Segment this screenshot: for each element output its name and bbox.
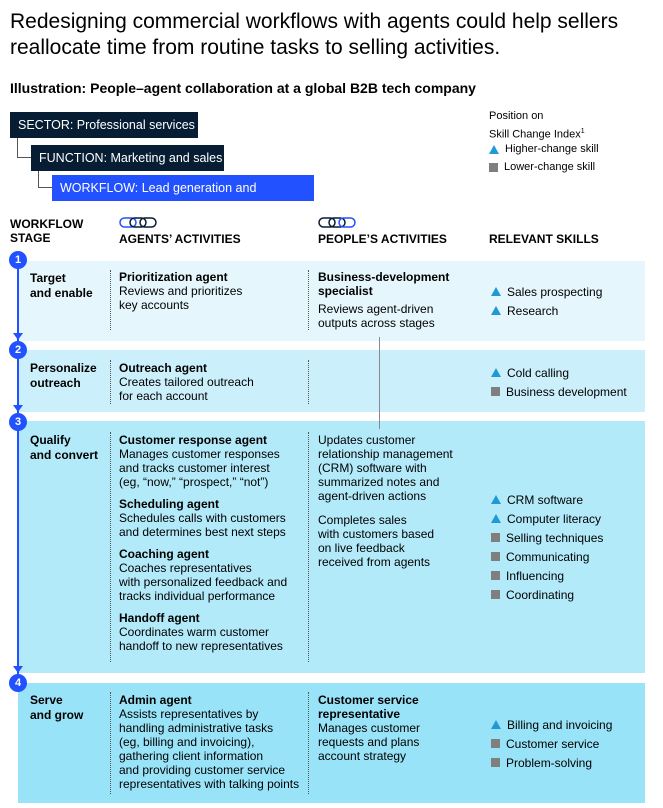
separator [308,692,309,794]
connector-line [17,138,31,158]
skills-list-1: Sales prospecting Research [491,282,602,320]
people-cell-3: Updates customer relationship management… [318,433,453,569]
triangle-icon [491,368,501,377]
triangle-icon [491,720,501,729]
square-icon [489,162,498,172]
skill-item: Coordinating [491,585,603,604]
separator [110,270,111,330]
square-icon [491,739,500,748]
skill-item: Business development [491,382,627,401]
connector-line [38,171,52,188]
skill-item: Selling techniques [491,528,603,547]
agent-name: Coaching agent [119,547,210,561]
column-header-stage: WORKFLOW STAGE [10,217,84,245]
square-icon [491,533,500,542]
triangle-icon [491,514,501,523]
person-role: Business-development [318,270,450,284]
skill-item: Problem-solving [491,753,612,772]
separator [110,432,111,662]
arrow-down-icon [13,666,23,673]
stage-band-3 [18,421,645,673]
stage-number: 2 [9,341,27,359]
square-icon [491,758,500,767]
stage-band-1 [18,261,645,341]
people-cell-1: Business-development specialist Reviews … [318,270,483,330]
triangle-icon [489,144,499,154]
column-header-skills: RELEVANT SKILLS [489,232,599,246]
legend-title: Position on Skill Change Index1 [489,110,585,141]
agents-cell-3: Customer response agent Manages customer… [119,433,307,653]
skill-item: CRM software [491,490,603,509]
skill-item: Cold calling [491,363,627,382]
stage-number: 1 [9,251,27,269]
square-icon [491,571,500,580]
agent-name: Handoff agent [119,611,200,625]
page-title: Redesigning commercial workflows with ag… [10,10,619,59]
stage-band-4 [18,683,645,803]
agent-name: Admin agent [119,693,192,707]
square-icon [491,387,500,396]
agent-name: Prioritization agent [119,270,228,284]
legend-higher: Higher-change skill [489,143,599,155]
agent-name: Outreach agent [119,361,208,375]
skill-item: Research [491,301,602,320]
column-header-agents: AGENTS’ ACTIVITIES [119,232,241,246]
function-box: FUNCTION: Marketing and sales [31,145,224,171]
legend-lower: Lower-change skill [489,161,595,173]
sector-box: SECTOR: Professional services [10,112,198,138]
skill-item: Communicating [491,547,603,566]
stage-number: 3 [9,413,27,431]
subtitle: Illustration: People–agent collaboration… [10,80,476,96]
separator [110,360,111,404]
agent-name: Scheduling agent [119,497,220,511]
skill-item: Billing and invoicing [491,715,612,734]
skill-item: Computer literacy [491,509,603,528]
skill-item: Influencing [491,566,603,585]
triangle-icon [491,495,501,504]
separator [308,360,309,404]
arrow-down-icon [13,333,23,340]
separator [110,692,111,794]
person-role: specialist [318,284,373,298]
chain-link-icon [318,217,356,228]
skills-list-2: Cold calling Business development [491,363,627,401]
skill-item: Customer service [491,734,612,753]
agents-cell-4: Admin agent Assists representatives by h… [119,693,307,791]
people-cell-4: Customer service representative Manages … [318,693,483,763]
square-icon [491,590,500,599]
stage-band-2 [18,350,645,412]
square-icon [491,552,500,561]
column-header-people: PEOPLE’S ACTIVITIES [318,232,447,246]
separator [308,432,309,662]
skill-item: Sales prospecting [491,282,602,301]
triangle-icon [491,306,501,315]
person-role: Customer service [318,693,419,707]
stage-number: 4 [9,674,27,692]
chain-link-icon [119,217,157,228]
skills-list-4: Billing and invoicing Customer service P… [491,715,612,772]
skills-list-3: CRM software Computer literacy Selling t… [491,490,603,604]
agents-cell-1: Prioritization agent Reviews and priorit… [119,270,304,312]
agent-name: Customer response agent [119,433,268,447]
workflow-box: WORKFLOW: Lead generation and qualificat… [52,175,314,221]
people-connector-line [379,337,380,429]
agents-cell-2: Outreach agent Creates tailored outreach… [119,361,304,403]
triangle-icon [491,287,501,296]
person-role: representative [318,707,401,721]
separator [308,270,309,330]
timeline-line [17,260,19,676]
arrow-down-icon [13,405,23,412]
